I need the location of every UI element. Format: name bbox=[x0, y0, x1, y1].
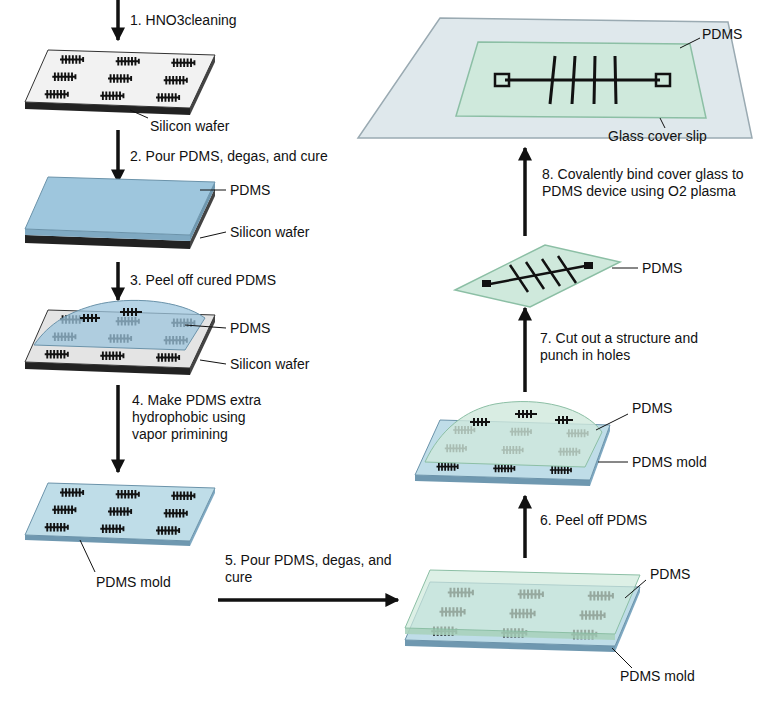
step-label: 8. Covalently bind cover glass to PDMS d… bbox=[542, 166, 752, 200]
glass-cover-slip bbox=[358, 18, 752, 138]
comb-structure bbox=[116, 57, 140, 66]
part-label: Silicon wafer bbox=[230, 356, 309, 373]
comb-structure bbox=[52, 506, 76, 515]
comb-structure bbox=[60, 488, 84, 497]
comb-structure bbox=[52, 73, 76, 82]
silicon-wafer bbox=[25, 50, 215, 115]
part-label: Silicon wafer bbox=[230, 224, 309, 241]
part-label: PDMS bbox=[230, 182, 270, 199]
part-label: PDMS mold bbox=[632, 454, 707, 471]
comb-structure bbox=[156, 526, 180, 535]
pdms-mold bbox=[25, 483, 215, 546]
pdms-on-mold bbox=[405, 570, 640, 652]
comb-structure bbox=[108, 507, 132, 516]
comb-structure bbox=[100, 352, 124, 361]
step-label: 1. HNO3cleaning bbox=[130, 12, 237, 29]
comb-structure bbox=[156, 353, 180, 362]
comb-structure bbox=[108, 74, 132, 83]
part-label: Silicon wafer bbox=[150, 118, 229, 135]
step-label: 2. Pour PDMS, degas, and cure bbox=[130, 148, 328, 165]
part-label: PDMS mold bbox=[620, 668, 695, 685]
comb-structure bbox=[493, 464, 515, 472]
part-label: PDMS bbox=[650, 566, 690, 583]
peeling-pdms-from-mold bbox=[415, 402, 610, 486]
step-label: 6. Peel off PDMS bbox=[540, 512, 647, 529]
comb-structure bbox=[116, 490, 140, 499]
comb-structure bbox=[550, 466, 572, 474]
comb-structure bbox=[60, 55, 84, 64]
comb-structure bbox=[45, 350, 69, 359]
comb-structure bbox=[164, 76, 188, 85]
part-label: PDMS mold bbox=[96, 574, 171, 591]
comb-structure bbox=[171, 492, 195, 501]
comb-structure bbox=[156, 93, 180, 102]
comb-structure bbox=[171, 59, 195, 68]
comb-structure bbox=[100, 525, 124, 534]
step-label: 7. Cut out a structure and punch in hole… bbox=[540, 330, 720, 364]
part-label: PDMS bbox=[702, 26, 742, 43]
step-label: 5. Pour PDMS, degas, and cure bbox=[225, 552, 395, 586]
step-label: 4. Make PDMS extra hydrophobic using vap… bbox=[132, 392, 282, 443]
comb-structure bbox=[100, 92, 124, 101]
comb-structure bbox=[437, 463, 459, 471]
peeling-pdms bbox=[25, 300, 215, 375]
part-label: PDMS bbox=[632, 400, 672, 417]
pdms-chip bbox=[455, 245, 620, 307]
step-label: 3. Peel off cured PDMS bbox=[130, 272, 276, 289]
comb-structure bbox=[164, 509, 188, 518]
comb-structure bbox=[45, 523, 69, 532]
part-label: Glass cover slip bbox=[608, 128, 707, 145]
part-label: PDMS bbox=[642, 260, 682, 277]
pdms-on-wafer bbox=[25, 177, 215, 249]
comb-structure bbox=[45, 90, 69, 99]
part-label: PDMS bbox=[230, 320, 270, 337]
